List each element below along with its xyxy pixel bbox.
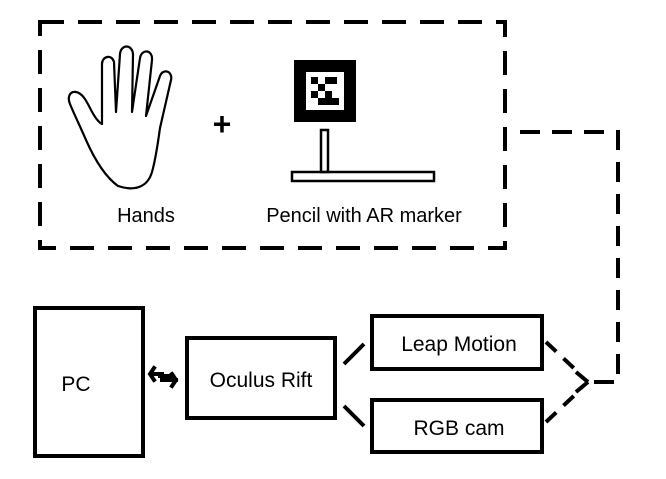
leap-motion-box bbox=[370, 314, 544, 371]
fork-junction bbox=[574, 370, 590, 394]
oculus-to-rgb-link bbox=[342, 404, 366, 428]
oculus-rift-label: Oculus Rift bbox=[210, 369, 313, 392]
oculus-to-leap-link bbox=[342, 342, 366, 366]
bidirectional-link bbox=[147, 365, 179, 389]
oculus-rift-box bbox=[185, 336, 337, 420]
rgb-cam-label: RGB cam bbox=[413, 417, 504, 440]
rgb-cam-box bbox=[370, 398, 544, 454]
hands-label: Hands bbox=[117, 205, 175, 227]
dashed-connector bbox=[520, 130, 620, 384]
pc-label: PC bbox=[61, 373, 90, 396]
ar-marker-icon bbox=[294, 60, 356, 122]
rgb-to-fork-link bbox=[544, 390, 580, 424]
pencil-stand-icon bbox=[290, 128, 436, 183]
leap-motion-label: Leap Motion bbox=[401, 333, 517, 356]
leap-to-fork-link bbox=[544, 340, 580, 374]
hand-outline-icon bbox=[67, 45, 173, 190]
plus-sign: + bbox=[213, 106, 232, 142]
input-group-dashed-frame bbox=[38, 20, 507, 250]
pc-box bbox=[33, 306, 145, 458]
pencil-label: Pencil with AR marker bbox=[266, 205, 462, 227]
